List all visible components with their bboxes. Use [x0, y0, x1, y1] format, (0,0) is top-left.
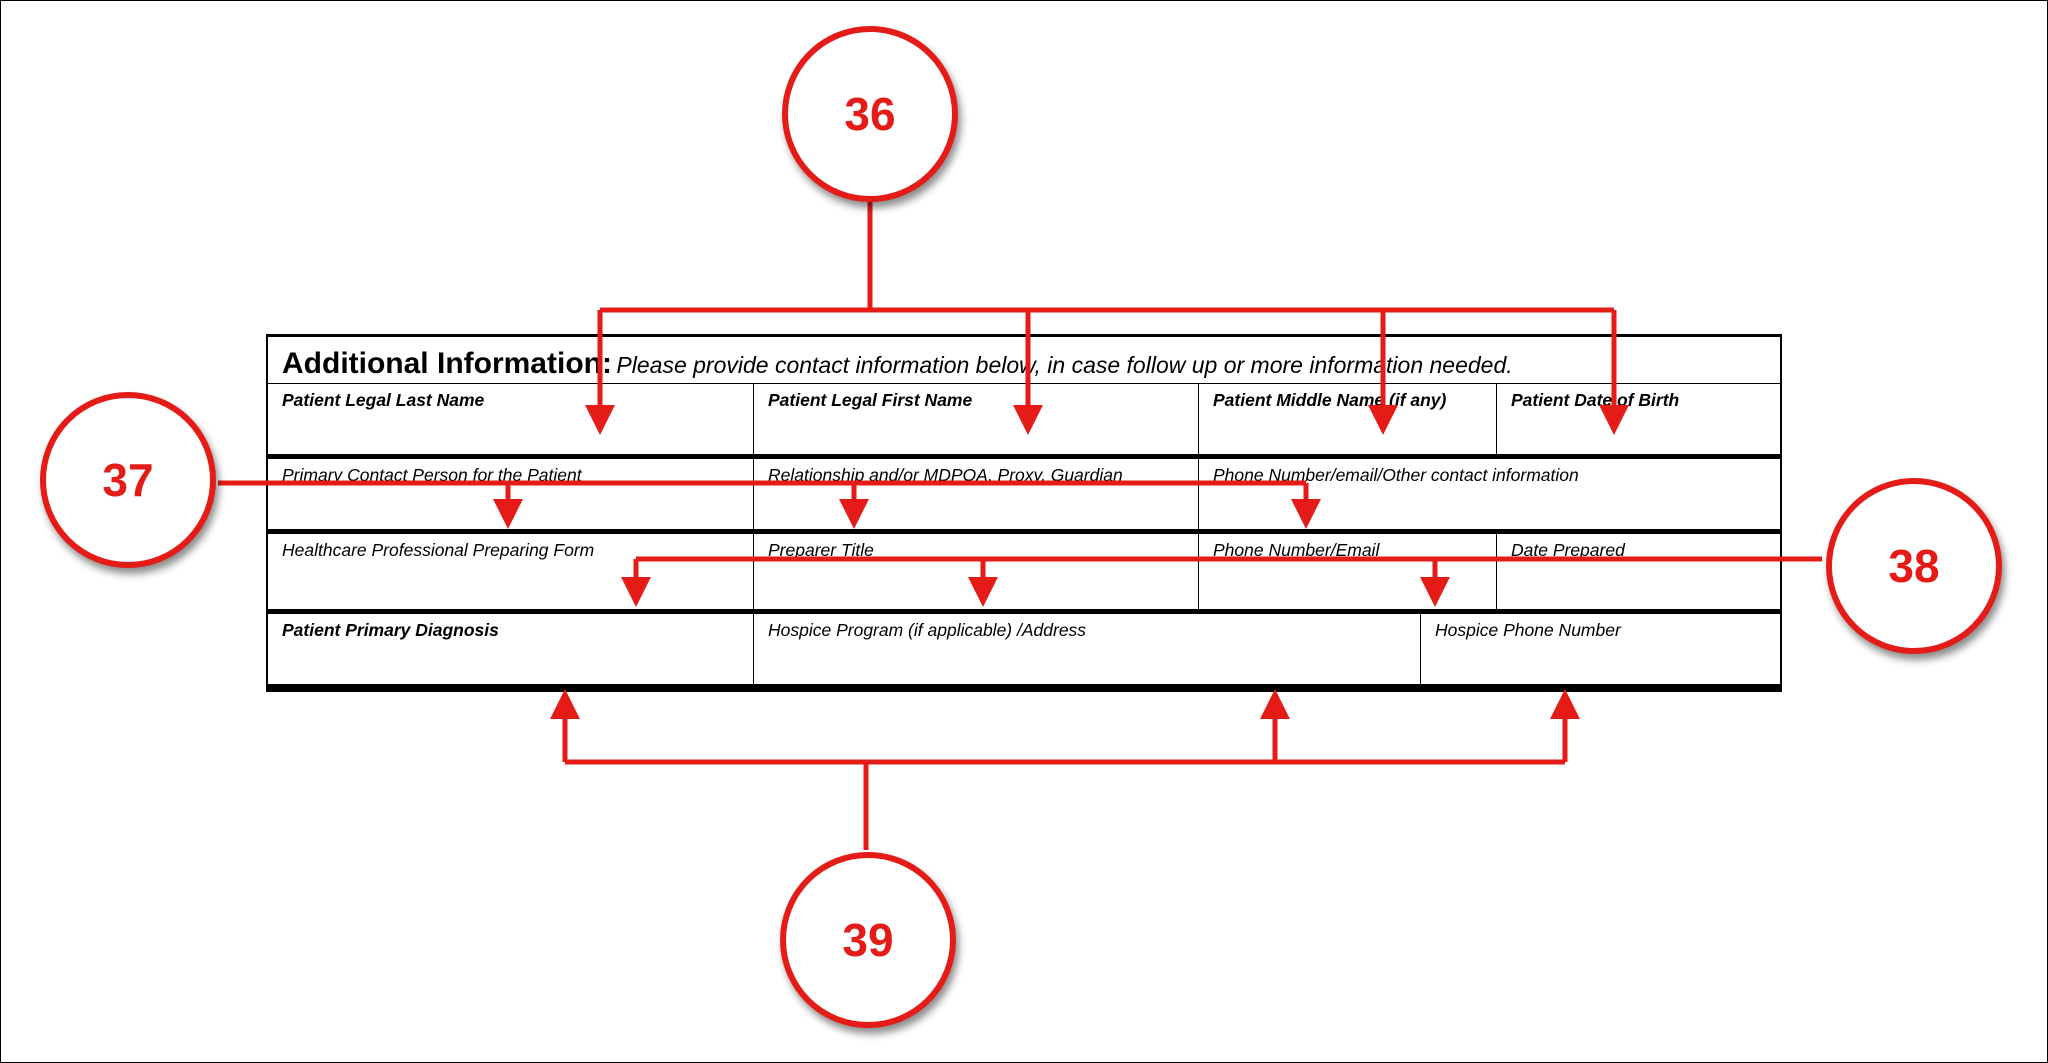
- section-instructions: Please provide contact information below…: [616, 352, 1513, 378]
- field-patient-date-of-birth[interactable]: Patient Date of Birth: [1496, 384, 1780, 459]
- field-contact-phone-email[interactable]: Phone Number/email/Other contact informa…: [1198, 459, 1780, 532]
- section-title: Additional Information:: [282, 347, 612, 380]
- callout-38-connector: [621, 556, 1822, 607]
- callout-39-badge: 39: [780, 852, 956, 1028]
- row-divider: [268, 609, 1780, 614]
- field-date-prepared[interactable]: Date Prepared: [1496, 534, 1780, 611]
- callout-39-number: 39: [842, 914, 894, 966]
- callout-37-number: 37: [102, 454, 154, 506]
- row-divider: [268, 454, 1780, 459]
- callout-37-connector: [218, 480, 1321, 529]
- field-relationship[interactable]: Relationship and/or MDPOA, Proxy, Guardi…: [753, 459, 1198, 532]
- field-preparer-title[interactable]: Preparer Title: [753, 534, 1198, 611]
- form-bottom-rule: [266, 684, 1782, 692]
- field-patient-legal-first-name[interactable]: Patient Legal First Name: [753, 384, 1198, 459]
- field-patient-legal-last-name[interactable]: Patient Legal Last Name: [282, 390, 485, 410]
- form-row-diagnosis-hospice: Patient Primary Diagnosis Hospice Progra…: [268, 614, 1780, 688]
- callout-39-connector: [550, 689, 1580, 850]
- field-patient-primary-diagnosis[interactable]: Patient Primary Diagnosis: [282, 620, 499, 640]
- callout-38-badge: 38: [1826, 478, 2002, 654]
- field-healthcare-professional[interactable]: Healthcare Professional Preparing Form: [282, 540, 595, 560]
- callout-37-badge: 37: [40, 392, 216, 568]
- field-primary-contact-person[interactable]: Primary Contact Person for the Patient: [282, 465, 582, 485]
- field-hospice-phone-number[interactable]: Hospice Phone Number: [1420, 614, 1780, 688]
- field-preparer-phone-email[interactable]: Phone Number/Email: [1198, 534, 1496, 611]
- callout-36-connector: [585, 200, 1629, 435]
- callout-36-badge: 36: [782, 26, 958, 202]
- form-row-patient-name: Patient Legal Last Name Patient Legal Fi…: [268, 384, 1780, 459]
- form-row-primary-contact: Primary Contact Person for the Patient R…: [268, 459, 1780, 532]
- section-header: Additional Information: Please provide c…: [268, 337, 1780, 384]
- form-row-preparer: Healthcare Professional Preparing Form P…: [268, 534, 1780, 611]
- field-hospice-program-address[interactable]: Hospice Program (if applicable) /Address: [753, 614, 1420, 688]
- callout-38-number: 38: [1888, 540, 1940, 592]
- row-divider: [268, 529, 1780, 534]
- callout-36-number: 36: [844, 88, 896, 140]
- additional-information-form: Additional Information: Please provide c…: [266, 334, 1782, 692]
